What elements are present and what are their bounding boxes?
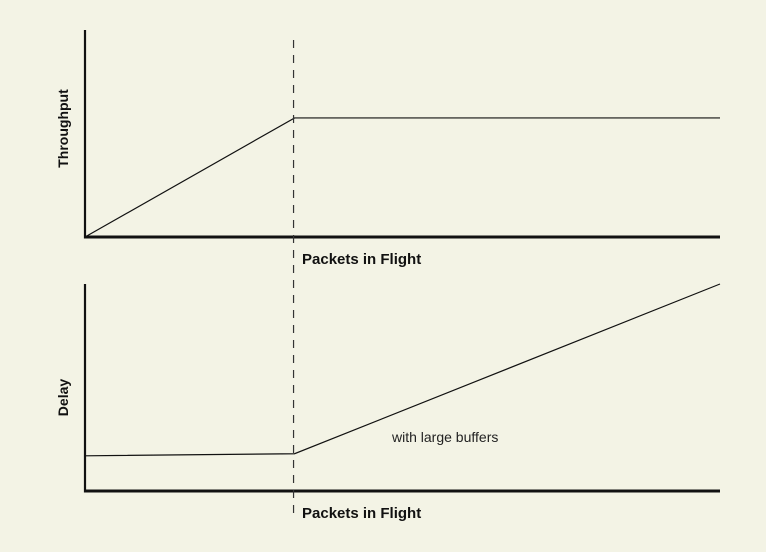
throughput-x-label: Packets in Flight xyxy=(302,251,421,268)
throughput-panel: Throughput Packets in Flight xyxy=(55,30,720,268)
throughput-y-label: Throughput xyxy=(55,89,71,168)
large-buffers-annotation: with large buffers xyxy=(391,429,498,445)
delay-y-label: Delay xyxy=(55,379,71,417)
delay-panel: Delay Packets in Flight with large buffe… xyxy=(55,283,721,522)
delay-series-line xyxy=(84,283,721,457)
throughput-series-line xyxy=(84,117,720,238)
delay-x-label: Packets in Flight xyxy=(302,505,421,522)
